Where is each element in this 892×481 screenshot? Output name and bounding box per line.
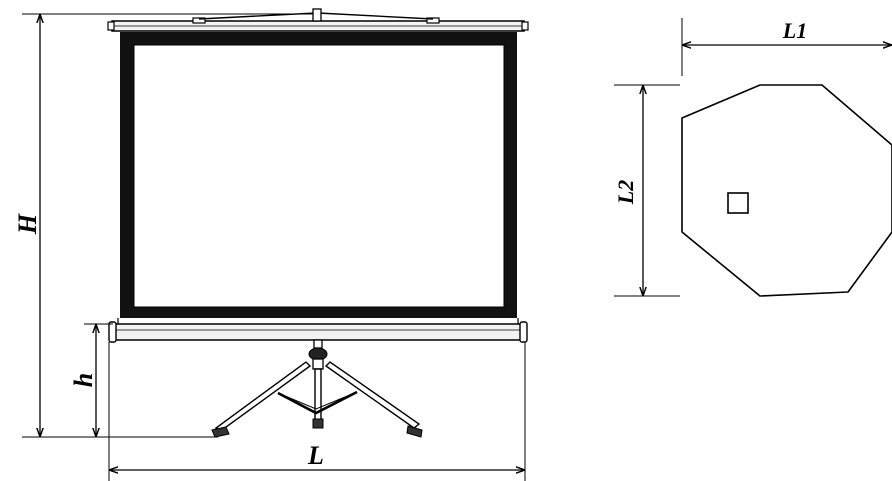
base-top-view: [681, 84, 892, 297]
tripod-stand: [211, 339, 423, 438]
octagon-footprint: [681, 84, 892, 297]
dimension-L2: L2: [613, 84, 680, 297]
label-H: H: [13, 213, 42, 235]
bottom-case: [108, 318, 528, 343]
label-h: h: [69, 373, 98, 387]
dimension-h: h: [69, 323, 113, 436]
label-L1: L1: [782, 18, 807, 43]
dimension-L1: L1: [681, 18, 891, 76]
screen-front-view: [107, 8, 529, 438]
center-mount-square: [727, 192, 749, 214]
dimension-L: L: [108, 342, 526, 481]
screen-surface: [133, 44, 505, 308]
label-L2: L2: [613, 180, 638, 205]
label-L: L: [307, 441, 324, 470]
dimension-H: H: [13, 13, 313, 438]
hanger-arms: [198, 8, 434, 22]
